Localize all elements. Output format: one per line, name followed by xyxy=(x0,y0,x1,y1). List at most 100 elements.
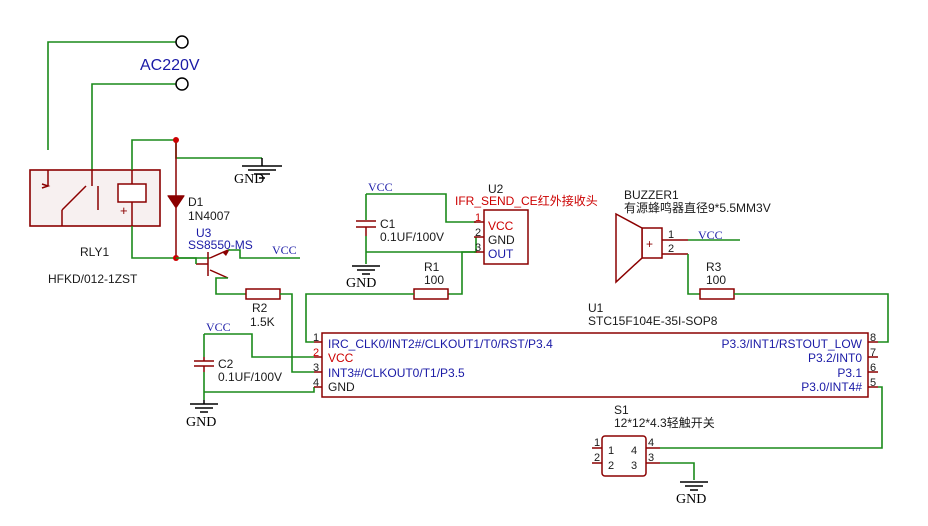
buzzer-pin1: 1 xyxy=(668,229,674,241)
gnd-label-c1: GND xyxy=(346,276,376,291)
diode-d1: D1 1N4007 xyxy=(167,140,230,258)
gnd-label-c2: GND xyxy=(186,415,216,430)
r1-value: 100 xyxy=(424,273,444,287)
wire-switch-gnd xyxy=(660,462,695,480)
c2-value: 0.1UF/100V xyxy=(218,370,282,384)
mcu-pin-6-num: 6 xyxy=(870,362,876,374)
transistor-u3: U3 SS8550-MS xyxy=(188,226,253,279)
mcu-pin-4-num: 4 xyxy=(313,377,319,389)
mcu-pin-8-num: 8 xyxy=(870,332,876,344)
switch-pin-inner-4: 4 xyxy=(631,445,637,457)
c2-ref: C2 xyxy=(218,357,234,371)
ac-terminal-1 xyxy=(175,35,189,49)
wire-r2-mcu3 xyxy=(280,293,314,373)
switch-pin-outer-1: 1 xyxy=(594,437,600,449)
wire-r3-mcu8 xyxy=(734,293,889,343)
relay-ref: RLY1 xyxy=(80,245,109,259)
capacitor-c1: C1 0.1UF/100V xyxy=(356,217,444,244)
gnd-symbol-c2: GND xyxy=(186,400,218,430)
ir-pin-3-num: 3 xyxy=(475,242,481,254)
ir-receiver-u2: U2 IFR_SEND_CE红外接收头 1 2 3 VCC GND OUT xyxy=(455,182,598,265)
diode-part: 1N4007 xyxy=(188,209,230,223)
r1-ref: R1 xyxy=(424,260,440,274)
r3-ref: R3 xyxy=(706,260,722,274)
wire-ac-bottom xyxy=(91,83,176,170)
relay-coil xyxy=(117,183,147,203)
switch-s1: S1 12*12*4.3轻触开关 1 2 4 3 1 2 4 3 xyxy=(592,403,715,477)
wire-base xyxy=(215,277,246,295)
relay-contact-arm xyxy=(61,185,87,211)
gnd-symbol-switch: GND xyxy=(676,481,708,507)
ir-pin-2-num: 2 xyxy=(475,227,481,239)
buzzer-1: BUZZER1 有源蜂鸣器直径9*5.5MM3V + 1 2 xyxy=(615,188,771,284)
mcu-pin-5-num: 5 xyxy=(870,377,876,389)
ir-pin-1-name: VCC xyxy=(488,219,514,233)
transistor-part: SS8550-MS xyxy=(188,238,253,252)
switch-pin-outer-3: 3 xyxy=(648,452,654,464)
buzzer-part: 有源蜂鸣器直径9*5.5MM3V xyxy=(624,200,771,215)
r2-ref: R2 xyxy=(252,301,268,315)
gnd-label-switch: GND xyxy=(676,492,706,507)
ir-pin-1-num: 1 xyxy=(475,212,481,224)
capacitor-c2: C2 0.1UF/100V xyxy=(194,357,282,384)
switch-pin-outer-4: 4 xyxy=(648,437,654,449)
gnd-symbol-relay: GND xyxy=(234,158,282,187)
mcu-pin-5-name: P3.0/INT4# xyxy=(801,380,862,394)
wire-vcc-mcu2 xyxy=(204,333,314,358)
junction-d1-top xyxy=(173,137,179,143)
mcu-pin-2-num: 2 xyxy=(313,347,319,359)
relay-part: HFKD/012-1ZST xyxy=(48,272,138,286)
wire-vcc-ir1 xyxy=(366,193,476,223)
switch-ref: S1 xyxy=(614,403,629,417)
diode-ref: D1 xyxy=(188,195,204,209)
resistor-r2: R2 1.5K xyxy=(245,288,281,329)
mcu-pin-2-name: VCC xyxy=(328,351,354,365)
r2-value: 1.5K xyxy=(250,315,275,329)
switch-pin-outer-2: 2 xyxy=(594,452,600,464)
buzzer-pin2: 2 xyxy=(668,243,674,255)
vcc-label-u3: VCC xyxy=(272,243,297,257)
relay-coil-plus: + xyxy=(120,203,128,218)
switch-part: 12*12*4.3轻触开关 xyxy=(614,416,715,430)
c1-ref: C1 xyxy=(380,217,396,231)
vcc-label-c2: VCC xyxy=(206,320,231,334)
mcu-pin-4-name: GND xyxy=(328,380,355,394)
mcu-pin-3-num: 3 xyxy=(313,362,319,374)
mcu-pin-7-name: P3.2/INT0 xyxy=(808,351,862,365)
ir-pin-3-name: OUT xyxy=(488,247,514,261)
resistor-r3: R3 100 xyxy=(699,260,735,300)
wire-collector xyxy=(176,257,197,264)
switch-pin-inner-3: 3 xyxy=(631,460,637,472)
mcu-pin-6-name: P3.1 xyxy=(837,366,862,380)
switch-pin-inner-2: 2 xyxy=(608,460,614,472)
c1-value: 0.1UF/100V xyxy=(380,230,444,244)
mcu-part: STC15F104E-35I-SOP8 xyxy=(588,314,718,328)
wire-r1-mcu1 xyxy=(305,293,414,343)
ac-terminal-2 xyxy=(175,77,189,91)
ac-label: AC220V xyxy=(140,57,200,74)
vcc-label-buzzer: VCC xyxy=(698,228,723,242)
ac-input: AC220V xyxy=(47,35,200,170)
mcu-pin-8-name: P3.3/INT1/RSTOUT_LOW xyxy=(722,337,863,351)
resistor-r1: R1 100 xyxy=(413,260,449,300)
wire-emitter-vcc xyxy=(228,249,300,259)
wire-mcu5-switch xyxy=(660,386,883,449)
buzzer-ref: BUZZER1 xyxy=(624,188,679,202)
mcu-pin-1-num: 1 xyxy=(313,332,319,344)
wire-ir-out xyxy=(448,251,476,295)
mcu-pin-1-name: IRC_CLK0/INT2#/CLKOUT1/T0/RST/P3.4 xyxy=(328,337,553,351)
wire-buzzer-r3 xyxy=(687,254,700,295)
wire-gnd-mcu4 xyxy=(204,387,315,393)
relay-contact-mark xyxy=(41,183,51,189)
ir-pin-2-name: GND xyxy=(488,233,515,247)
ir-part: IFR_SEND_CE红外接收头 xyxy=(455,193,598,208)
mcu-pin-7-num: 7 xyxy=(870,347,876,359)
vcc-label-c1: VCC xyxy=(368,180,393,194)
wire-ac-top xyxy=(47,41,176,150)
gnd-symbol-c1: GND xyxy=(346,265,380,291)
r3-value: 100 xyxy=(706,273,726,287)
switch-pin-inner-1: 1 xyxy=(608,445,614,457)
relay-rly1: + RLY1 HFKD/012-1ZST xyxy=(29,169,161,286)
buzzer-plus: + xyxy=(646,237,653,251)
